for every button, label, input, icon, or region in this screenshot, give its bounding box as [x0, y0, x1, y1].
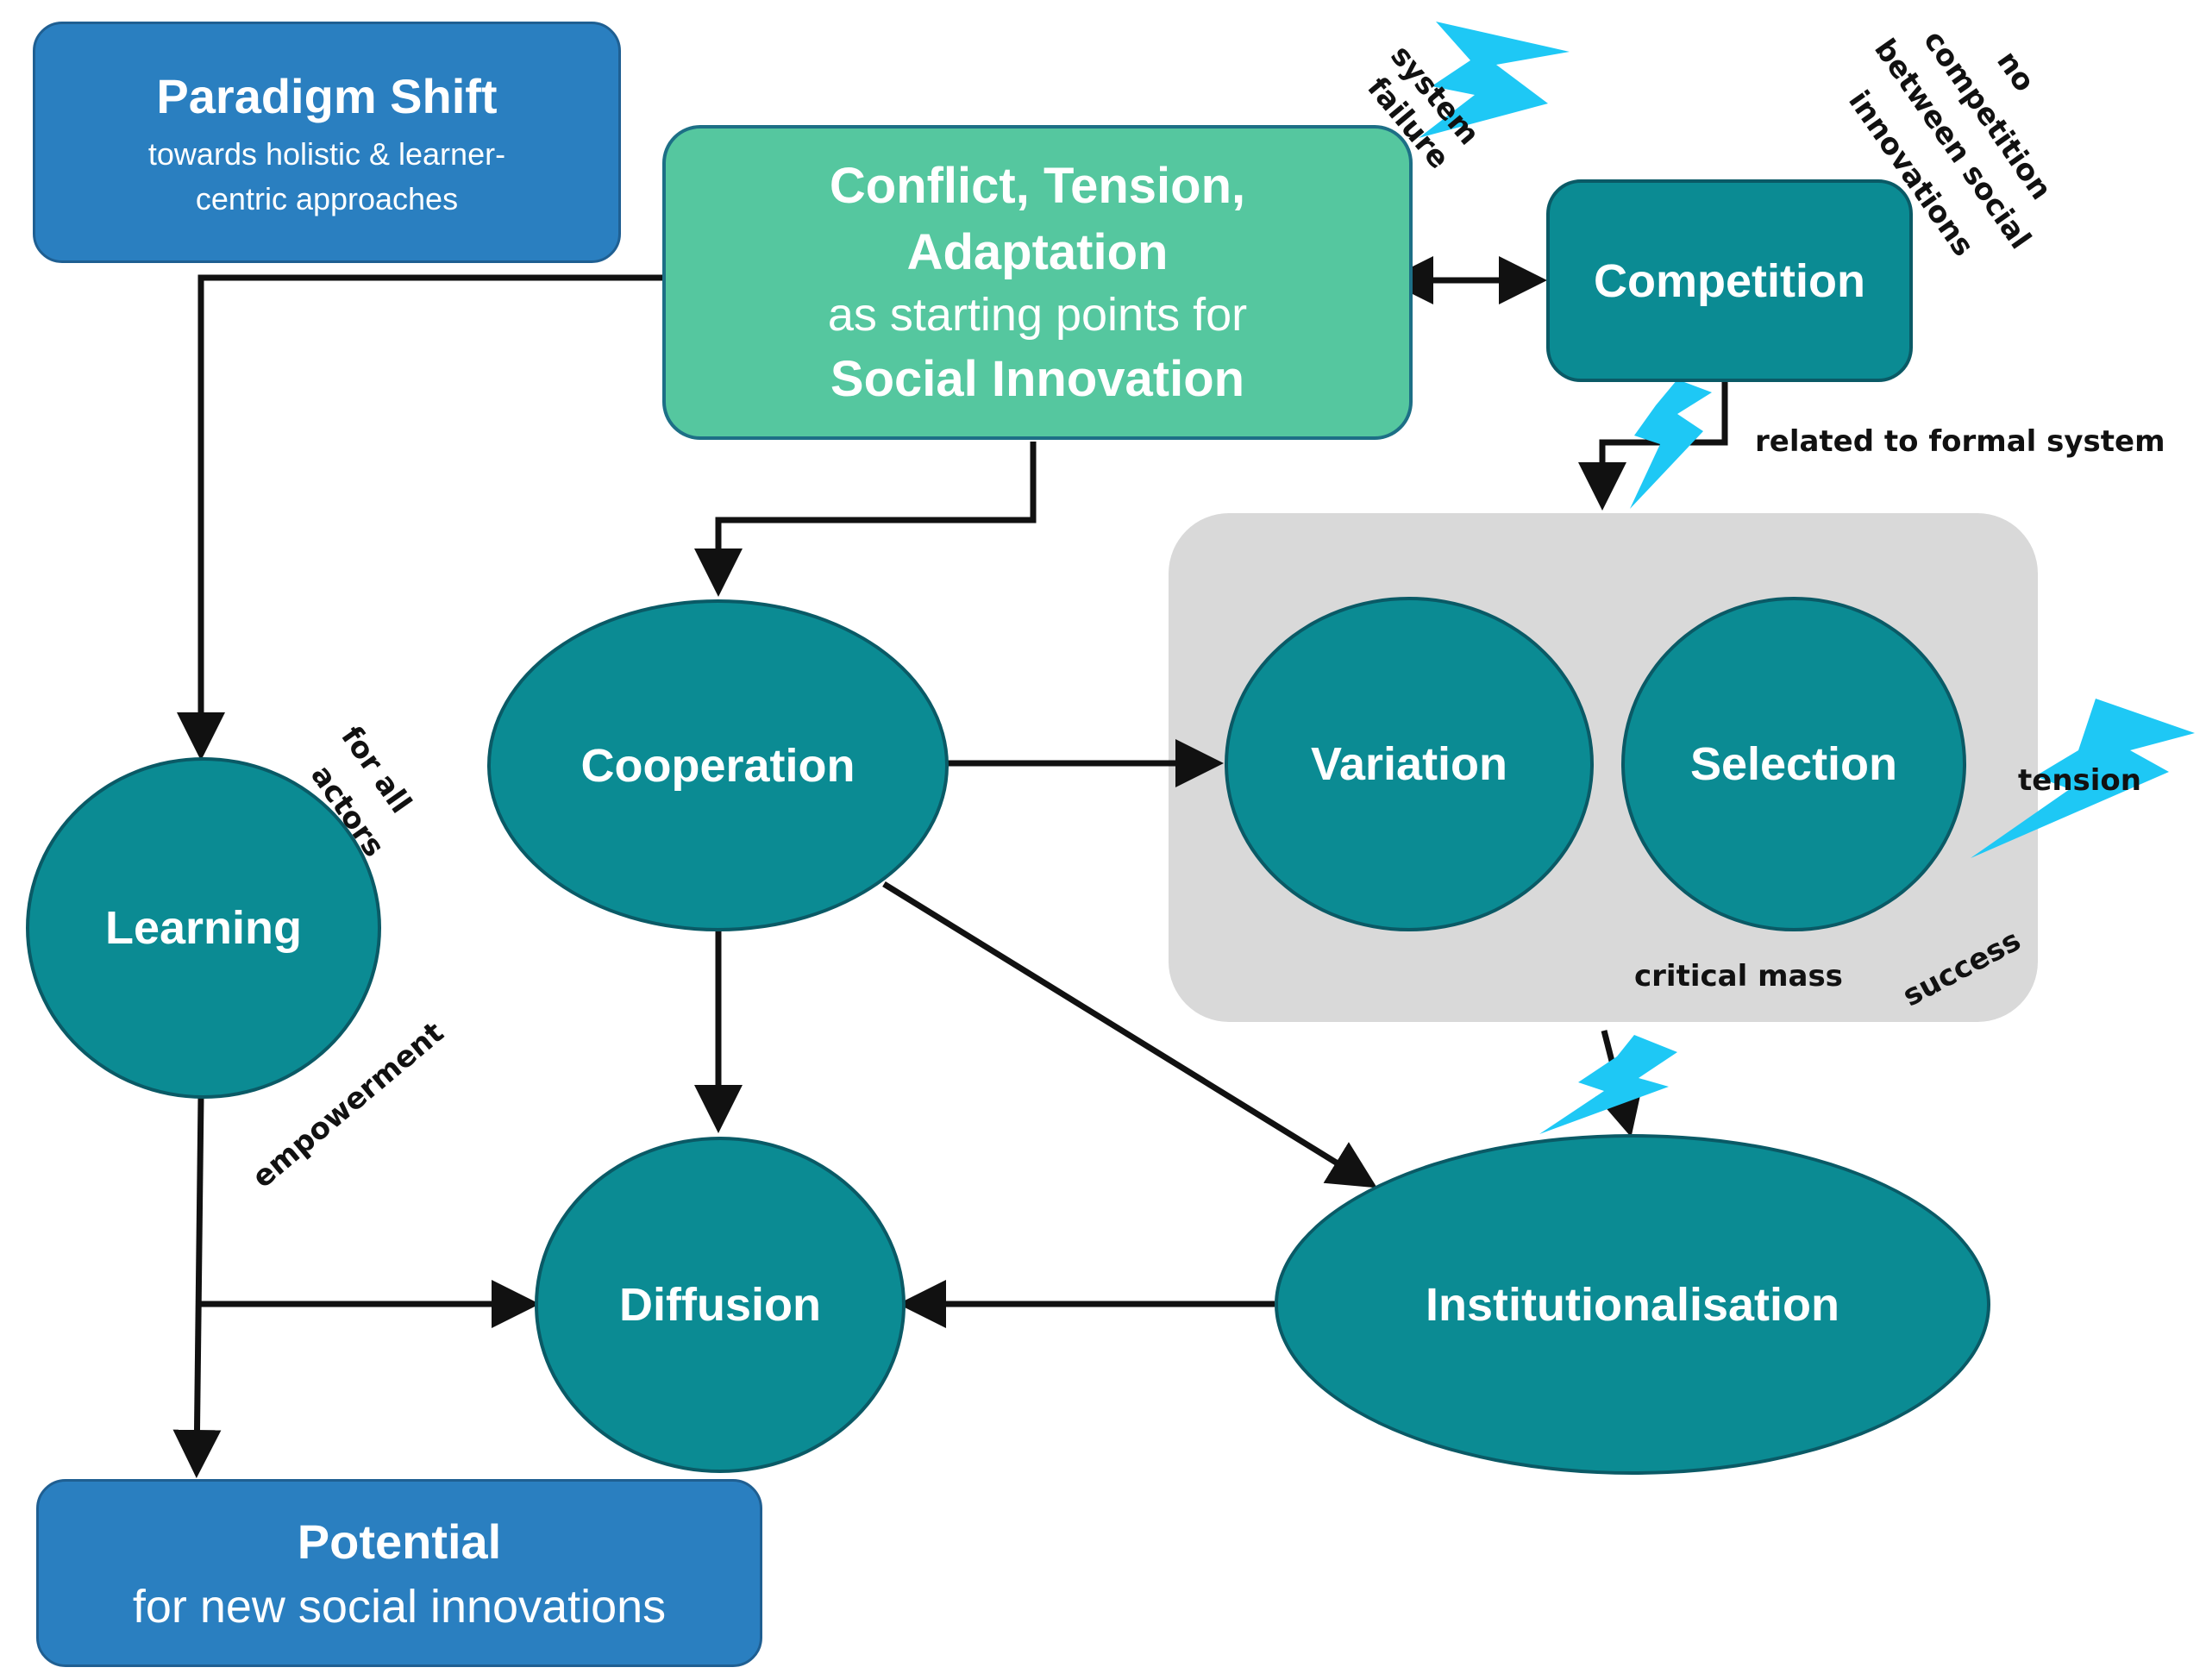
conflict-line-3: as starting points for [827, 289, 1248, 341]
learning-node: Learning [26, 757, 381, 1099]
learning-label: Learning [104, 902, 303, 954]
cooperation-label: Cooperation [580, 739, 855, 792]
conflict-line-2: Adaptation [906, 224, 1169, 280]
paradigm-shift-box: Paradigm Shift towards holistic & learne… [33, 22, 621, 263]
annotation-tension: tension [2018, 763, 2141, 798]
paradigm-shift-title: Paradigm Shift [156, 68, 498, 123]
annotation-critical-mass: critical mass [1634, 959, 1843, 994]
conflict-box: Conflict, Tension, Adaptation as startin… [662, 125, 1413, 440]
selection-node: Selection [1621, 597, 1966, 931]
lightning-system-failure-icon [1419, 22, 1570, 138]
lightning-competition-icon [1630, 379, 1712, 509]
potential-subtitle: for new social innovations [132, 1580, 667, 1633]
edge-conflict-cooperation [694, 442, 1037, 597]
diffusion-label: Diffusion [619, 1279, 821, 1331]
variation-node: Variation [1225, 597, 1594, 931]
institutionalisation-node: Institutionalisation [1275, 1134, 1990, 1475]
competition-label: Competition [1594, 254, 1865, 307]
cooperation-node: Cooperation [487, 599, 949, 931]
annotation-related-formal: related to formal system [1755, 424, 2165, 459]
competition-box: Competition [1546, 179, 1913, 382]
paradigm-shift-subtitle-2: centric approaches [195, 180, 459, 216]
potential-title: Potential [297, 1514, 502, 1569]
edge-learning-potential [172, 1096, 222, 1478]
edge-cooperation-institutionalisation [882, 881, 1377, 1188]
conflict-line-1: Conflict, Tension, [829, 158, 1246, 214]
lightning-group [1419, 22, 2195, 1134]
lightning-tension-icon [1971, 699, 2195, 858]
variation-label: Variation [1310, 738, 1508, 790]
lightning-institutionalisation-icon [1539, 1035, 1677, 1134]
conflict-line-4: Social Innovation [830, 351, 1245, 407]
diffusion-node: Diffusion [535, 1137, 906, 1473]
potential-box: Potential for new social innovations [36, 1479, 762, 1667]
selection-label: Selection [1689, 738, 1898, 790]
institutionalisation-label: Institutionalisation [1426, 1278, 1839, 1331]
edge-conflict-learning [177, 274, 662, 761]
paradigm-shift-subtitle-1: towards holistic & learner- [147, 135, 506, 172]
